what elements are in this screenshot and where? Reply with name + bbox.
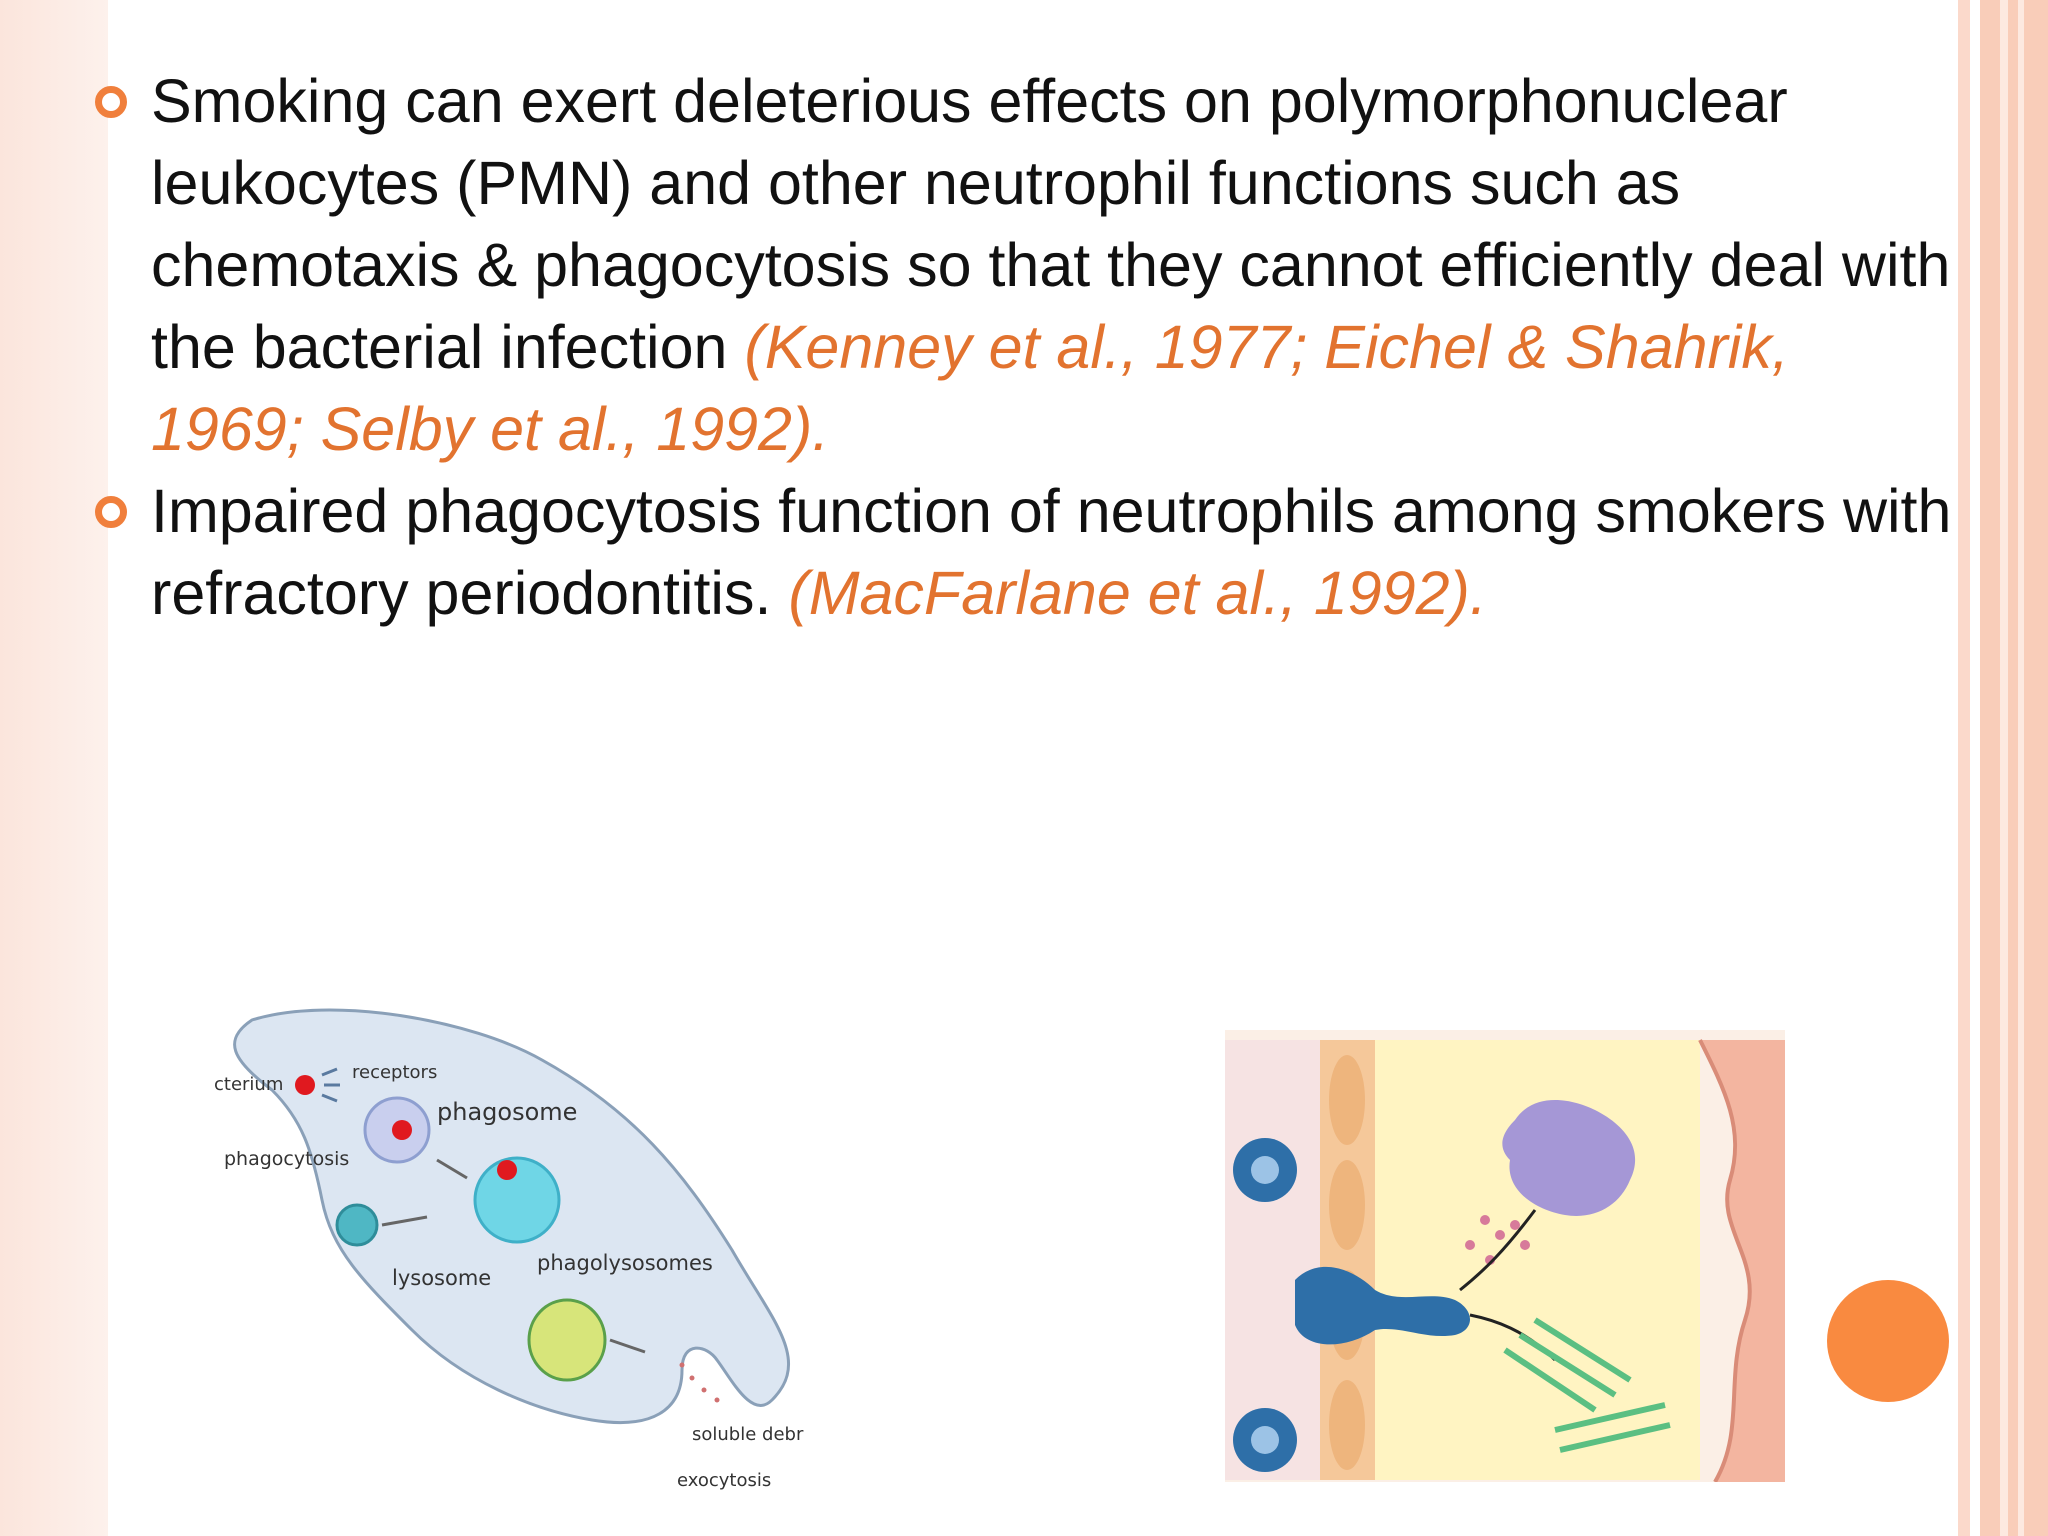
label-receptors: receptors (352, 1062, 437, 1083)
bacterium-dot (295, 1075, 315, 1095)
receptor-marks (321, 1067, 340, 1103)
endothelial-wall (1320, 1040, 1375, 1480)
digested-phagolysosome (527, 1298, 607, 1382)
label-phagosome: phagosome (437, 1098, 577, 1126)
right-frame-gap (1970, 0, 1980, 1536)
migrating-neutrophil (1295, 1266, 1470, 1345)
epithelium-edge (1698, 1039, 1752, 1483)
collagen-fibers (1503, 1317, 1671, 1453)
right-frame-band (1980, 0, 2048, 1536)
bullet-text: Impaired phagocytosis function of neutro… (151, 477, 1952, 627)
interstitial-space (1320, 1040, 1700, 1480)
arrow-lysosome (381, 1215, 428, 1227)
phagolysosome-circle (473, 1156, 561, 1244)
chemotaxis-arrow (1459, 1209, 1537, 1292)
chemokine-dot (1465, 1240, 1475, 1250)
arrow-to-phagolysosome (436, 1158, 468, 1180)
debris-dot (714, 1397, 720, 1403)
decorative-orange-circle (1827, 1280, 1949, 1402)
capillary-lumen (1225, 1040, 1320, 1480)
bullet-citation: (MacFarlane et al., 1992). (788, 559, 1487, 627)
debris-dot (701, 1387, 707, 1393)
right-frame-stripe (1958, 0, 1970, 1536)
right-frame-line (2000, 0, 2008, 1536)
bullet-circle-icon (95, 496, 127, 528)
label-exocytosis: exocytosis (677, 1470, 771, 1491)
label-soluble-debris: soluble debr (692, 1424, 804, 1445)
arrow-exocytosis (609, 1338, 646, 1354)
label-phagocytosis: phagocytosis (224, 1148, 349, 1170)
debris-dot (679, 1362, 685, 1368)
chemokine-dot (1495, 1230, 1505, 1240)
chemokine-dot (1520, 1240, 1530, 1250)
right-frame-line (2018, 0, 2024, 1536)
bullet-circle-icon (95, 86, 127, 118)
chemokine-dot (1480, 1215, 1490, 1225)
label-bacterium: cterium (214, 1074, 283, 1095)
phagolysosome-bacterium (497, 1160, 517, 1180)
left-frame-border (0, 0, 108, 1536)
bullet-text: Smoking can exert deleterious effects on… (151, 67, 1951, 381)
neutrophil-nucleus (1251, 1156, 1279, 1184)
chemokine-dot (1510, 1220, 1520, 1230)
bullet-item: Smoking can exert deleterious effects on… (95, 60, 1955, 470)
macrophage-shape (1502, 1100, 1636, 1216)
phagosome-bacterium (392, 1120, 412, 1140)
bullet-list: Smoking can exert deleterious effects on… (95, 60, 1955, 634)
phagocytosis-diagram: cterium receptors phagosome phagocytosis… (212, 1000, 812, 1500)
bullet-item: Impaired phagocytosis function of neutro… (95, 470, 1955, 634)
lysosome-circle (335, 1203, 379, 1247)
debris-dot (689, 1375, 695, 1381)
neutrophil-nucleus (1251, 1426, 1279, 1454)
epithelium-wall (1700, 1040, 1785, 1482)
bullet-citation: (Kenney et al., 1977; Eichel & Shahrik, … (151, 313, 1789, 463)
label-phagolysosomes: phagolysosomes (537, 1251, 713, 1275)
label-lysosome: lysosome (392, 1266, 491, 1290)
neutrophil-migration-illustration (1225, 1030, 1785, 1483)
